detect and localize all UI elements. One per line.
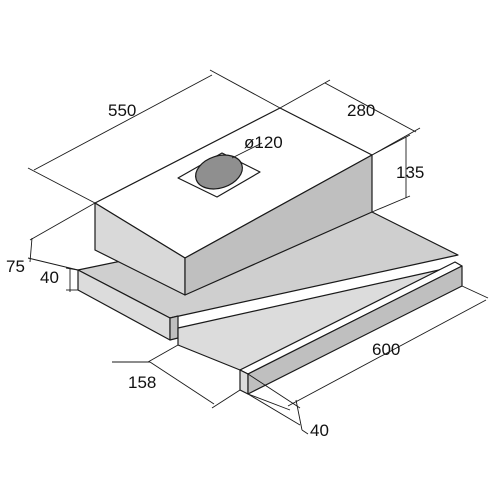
dim-duct: ø120 (231, 133, 283, 159)
handle-bar (239, 261, 463, 395)
dim-550: 550 (27, 69, 281, 204)
duct-circle (195, 154, 243, 190)
dim-75: 75 (6, 202, 96, 276)
tray-left-side (169, 315, 179, 341)
dim-label-75: 75 (6, 257, 25, 276)
dim-158: 158 (112, 344, 241, 409)
dim-label-40-tray: 40 (40, 268, 59, 287)
dim-label-158: 158 (128, 373, 156, 392)
dim-135: 135 (371, 134, 424, 213)
dim-label-duct: ø120 (244, 133, 283, 152)
dim-label-280: 280 (347, 101, 375, 120)
dim-40-handle: 40 (247, 373, 329, 440)
dim-label-40-handle: 40 (310, 421, 329, 440)
hood-tray (77, 209, 459, 371)
dim-40-tray: 40 (40, 267, 79, 292)
dim-label-600: 600 (372, 340, 400, 359)
dim-label-550: 550 (108, 101, 136, 120)
dim-600: 600 (247, 285, 489, 411)
duct-outlet (177, 152, 261, 198)
handle-front (239, 369, 249, 395)
dim-label-135: 135 (396, 163, 424, 182)
